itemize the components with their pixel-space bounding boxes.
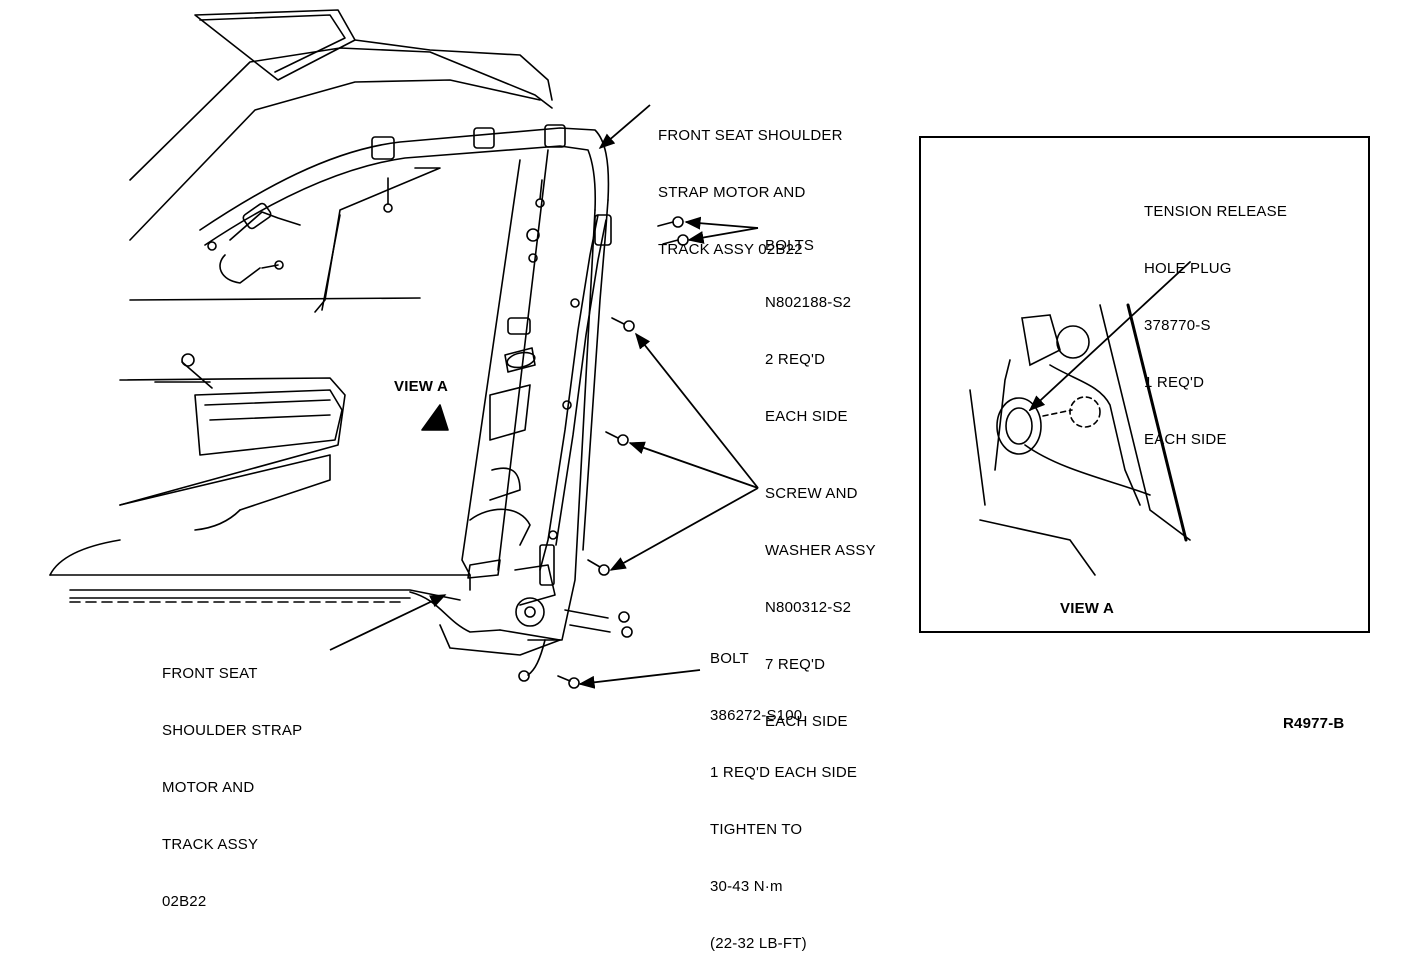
vehicle-body-line-art — [49, 9, 689, 689]
label-line: TRACK ASSY — [162, 836, 259, 853]
label-line: EACH SIDE — [765, 408, 848, 425]
diagram-canvas — [49, 9, 1191, 689]
label-line: N802188-S2 — [765, 294, 852, 311]
label-line: STRAP MOTOR AND — [658, 184, 806, 201]
leader-screw-1 — [634, 332, 759, 489]
label-line: (22-32 LB-FT) — [710, 935, 807, 952]
label-screw-washer: SCREW AND WASHER ASSY N800312-S2 7 REQ'D… — [765, 446, 876, 750]
label-line: MOTOR AND — [162, 779, 255, 796]
label-bolts: BOLTS N802188-S2 2 REQ'D EACH SIDE — [765, 198, 851, 445]
label-line: EACH SIDE — [765, 713, 848, 730]
leader-motor-track-top — [598, 104, 651, 150]
label-view-a-inset: VIEW A — [1060, 600, 1114, 617]
label-view-a-main: VIEW A — [394, 378, 448, 395]
label-line: 02B22 — [162, 893, 207, 910]
label-tension-plug: TENSION RELEASE HOLE PLUG 378770-S 1 REQ… — [1144, 164, 1287, 468]
label-line: N800312-S2 — [765, 599, 852, 616]
label-line: TIGHTEN TO — [710, 821, 803, 838]
label-line: SCREW AND — [765, 485, 858, 502]
leader-screw-3 — [609, 487, 759, 571]
label-line: 378770-S — [1144, 317, 1211, 334]
label-line: BOLTS — [765, 237, 815, 254]
label-line: FRONT SEAT — [162, 665, 258, 682]
figure-code: R4977-B — [1283, 715, 1345, 732]
label-line: 1 REQ'D EACH SIDE — [710, 764, 858, 781]
label-motor-track-bottom: FRONT SEAT SHOULDER STRAP MOTOR AND TRAC… — [162, 626, 302, 930]
label-bolt-lower: BOLT 386272-S100 1 REQ'D EACH SIDE TIGHT… — [710, 611, 857, 972]
label-line: TRACK ASSY 02B22 — [658, 241, 803, 258]
leader-motor-track-bottom — [329, 594, 447, 651]
leader-bolt-lower — [578, 669, 701, 689]
label-line: FRONT SEAT SHOULDER — [658, 127, 843, 144]
label-line: EACH SIDE — [1144, 431, 1227, 448]
label-line: HOLE PLUG — [1144, 260, 1232, 277]
label-line: 1 REQ'D — [1144, 374, 1205, 391]
label-line: 2 REQ'D — [765, 351, 826, 368]
label-line: BOLT — [710, 650, 749, 667]
leader-arrows — [329, 104, 759, 689]
label-line: 7 REQ'D — [765, 656, 826, 673]
label-line: SHOULDER STRAP — [162, 722, 303, 739]
inset-artwork — [969, 261, 1191, 576]
label-line: 30-43 N·m — [710, 878, 783, 895]
leader-bolts-2 — [687, 227, 759, 244]
label-line: WASHER ASSY — [765, 542, 876, 559]
leader-screw-2 — [628, 441, 759, 489]
leader-tension-plug — [1028, 261, 1191, 412]
label-line: TENSION RELEASE — [1144, 203, 1288, 220]
view-a-inset-frame — [919, 136, 1370, 633]
label-motor-track-top: FRONT SEAT SHOULDER STRAP MOTOR AND TRAC… — [658, 88, 843, 278]
label-line: 386272-S100 — [710, 707, 803, 724]
leader-bolts-1 — [684, 216, 759, 230]
